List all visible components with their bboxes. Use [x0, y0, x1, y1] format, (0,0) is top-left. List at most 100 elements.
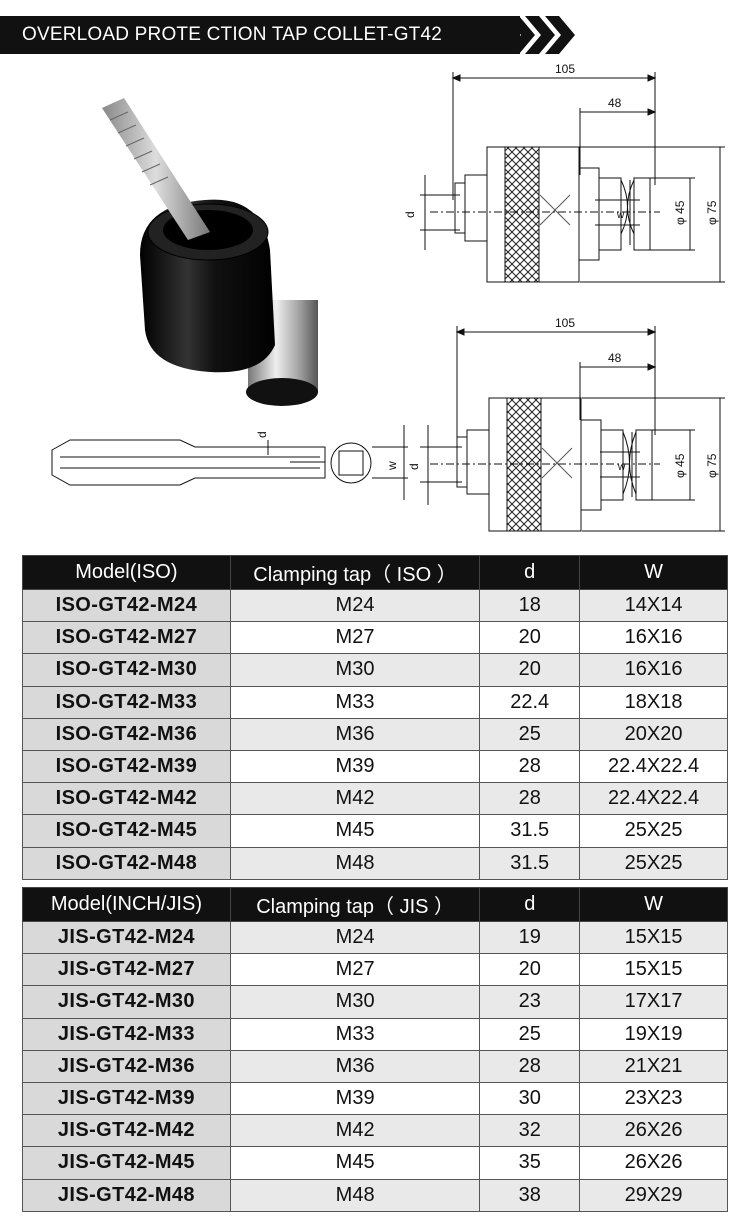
- clamping-cell: M24: [229, 588, 481, 623]
- model-cell: ISO-GT42-M30: [22, 653, 231, 687]
- w-cell: 17X17: [579, 985, 728, 1019]
- collet-drawing-bottom: [420, 326, 725, 532]
- w-cell: 14X14: [579, 588, 728, 623]
- dim-length-part-top: 48: [608, 96, 622, 110]
- dim-w-top: w: [616, 210, 625, 221]
- jis-header-clamping: Clamping tap（ JIS ）: [229, 887, 481, 922]
- model-cell: JIS-GT42-M45: [22, 1146, 231, 1180]
- clamping-cell: M45: [229, 814, 481, 848]
- w-cell: 23X23: [579, 1081, 728, 1116]
- tap-dim-d: d: [255, 431, 269, 438]
- jis-header-d: d: [479, 887, 581, 922]
- d-cell: 20: [479, 653, 581, 687]
- d-cell: 28: [479, 749, 581, 784]
- clamping-cell: M39: [229, 749, 481, 784]
- iso-header-d: d: [479, 555, 581, 590]
- model-cell: JIS-GT42-M27: [22, 953, 231, 987]
- d-cell: 30: [479, 1081, 581, 1116]
- iso-header-row: Model(ISO) Clamping tap（ ISO ） d W: [22, 555, 728, 590]
- w-cell: 26X26: [579, 1146, 728, 1180]
- clamping-cell: M36: [229, 717, 481, 751]
- dim-dia75-top: φ 75: [705, 200, 719, 225]
- model-cell: JIS-GT42-M48: [22, 1178, 231, 1212]
- d-cell: 28: [479, 782, 581, 816]
- d-cell: 31.5: [479, 846, 581, 880]
- clamping-cell: M33: [229, 1017, 481, 1051]
- model-cell: ISO-GT42-M24: [22, 588, 231, 623]
- tap-drawing: [51, 425, 408, 500]
- d-cell: 22.4: [479, 685, 581, 719]
- clamping-cell: M33: [229, 685, 481, 719]
- d-cell: 20: [479, 621, 581, 655]
- iso-header-model: Model(ISO): [22, 555, 231, 590]
- model-cell: JIS-GT42-M30: [22, 985, 231, 1019]
- w-cell: 18X18: [579, 685, 728, 719]
- model-cell: ISO-GT42-M48: [22, 846, 231, 880]
- w-cell: 26X26: [579, 1114, 728, 1148]
- w-cell: 19X19: [579, 1017, 728, 1051]
- model-cell: ISO-GT42-M36: [22, 717, 231, 751]
- iso-header-w: W: [579, 555, 728, 590]
- w-cell: 22.4X22.4: [579, 749, 728, 784]
- w-cell: 20X20: [579, 717, 728, 751]
- clamping-cell: M48: [229, 1178, 481, 1212]
- banner-title: OVERLOAD PROTE CTION TAP COLLET-GT42 SYS…: [0, 16, 520, 83]
- model-cell: JIS-GT42-M33: [22, 1017, 231, 1051]
- dim-w-bottom: w: [617, 462, 626, 473]
- jis-header-row: Model(INCH/JIS) Clamping tap（ JIS ） d W: [22, 887, 728, 922]
- d-cell: 25: [479, 1017, 581, 1051]
- w-cell: 29X29: [579, 1178, 728, 1212]
- clamping-cell: M42: [229, 1114, 481, 1148]
- d-cell: 32: [479, 1114, 581, 1148]
- clamping-cell: M45: [229, 1146, 481, 1180]
- dim-dia45-top: φ 45: [673, 200, 687, 225]
- model-cell: JIS-GT42-M24: [22, 920, 231, 955]
- jis-header-w: W: [579, 887, 728, 922]
- clamping-cell: M30: [229, 653, 481, 687]
- dim-d-top: d: [403, 211, 417, 218]
- dim-length-part-bottom: 48: [608, 351, 622, 365]
- d-cell: 19: [479, 920, 581, 955]
- clamping-cell: M42: [229, 782, 481, 816]
- d-cell: 23: [479, 985, 581, 1019]
- w-cell: 21X21: [579, 1049, 728, 1083]
- dim-d-bottom: d: [407, 463, 421, 470]
- w-cell: 22.4X22.4: [579, 782, 728, 816]
- w-cell: 25X25: [579, 846, 728, 880]
- w-cell: 16X16: [579, 653, 728, 687]
- jis-header-model: Model(INCH/JIS): [22, 887, 231, 922]
- iso-header-clamping: Clamping tap（ ISO ）: [229, 555, 481, 590]
- model-cell: JIS-GT42-M36: [22, 1049, 231, 1083]
- d-cell: 35: [479, 1146, 581, 1180]
- iso-spec-table: Model(ISO) Clamping tap（ ISO ） d W ISO-G…: [22, 555, 728, 880]
- model-cell: ISO-GT42-M39: [22, 749, 231, 784]
- d-cell: 31.5: [479, 814, 581, 848]
- w-cell: 25X25: [579, 814, 728, 848]
- model-cell: ISO-GT42-M27: [22, 621, 231, 655]
- model-cell: ISO-GT42-M45: [22, 814, 231, 848]
- chevron-arrows-icon: [505, 16, 575, 54]
- tap-dim-w: w: [385, 461, 399, 471]
- d-cell: 20: [479, 953, 581, 987]
- w-cell: 15X15: [579, 953, 728, 987]
- jis-spec-table: Model(INCH/JIS) Clamping tap（ JIS ） d W …: [22, 887, 728, 1212]
- dim-length-total-top: 105: [555, 62, 575, 76]
- model-cell: JIS-GT42-M39: [22, 1081, 231, 1116]
- clamping-cell: M36: [229, 1049, 481, 1083]
